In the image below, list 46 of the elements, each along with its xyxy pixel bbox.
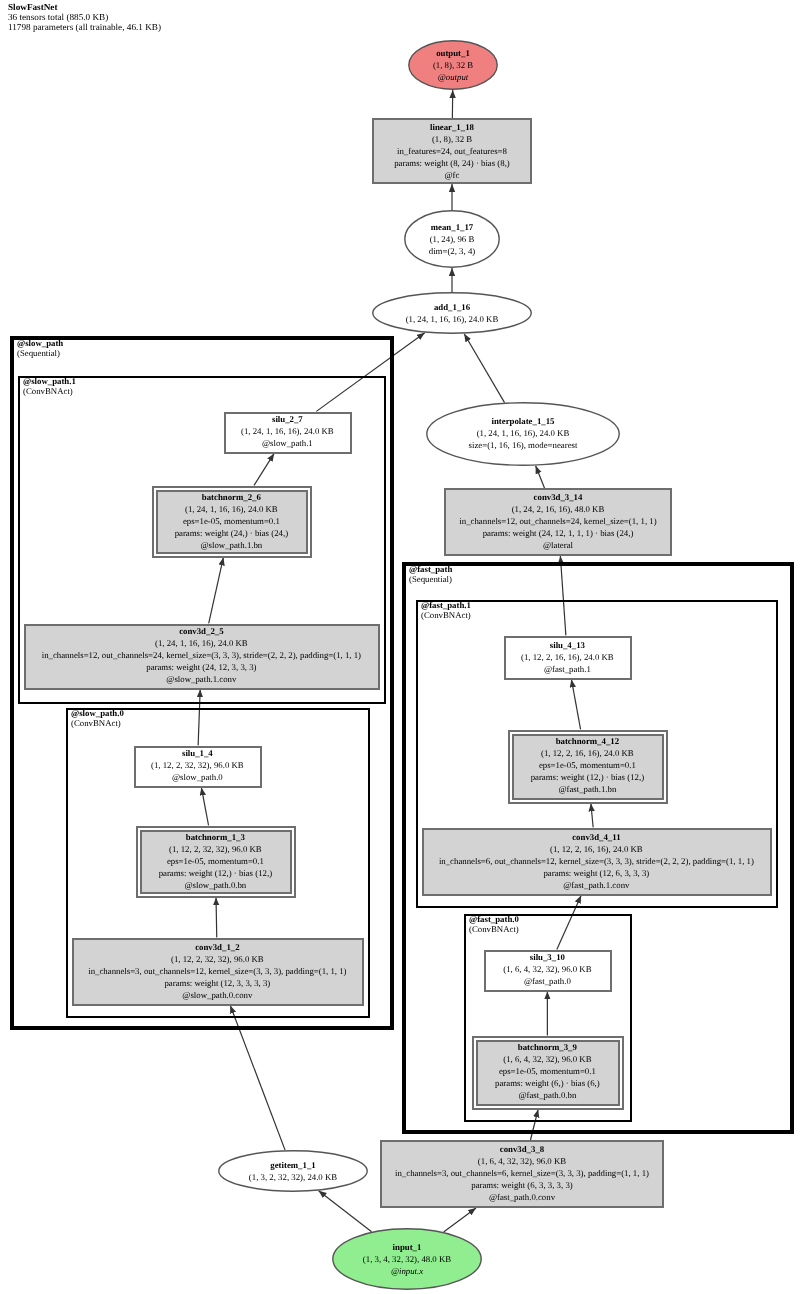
module-frame [416,600,778,908]
arrow [253,452,275,486]
operation-ellipse [218,1150,368,1192]
arrow [449,89,456,119]
input-ellipse [332,1228,482,1290]
arrow [448,267,456,293]
batchnorm-box [507,729,668,804]
module-frame [10,336,394,1030]
activation-box [503,635,632,680]
layer-box [372,118,532,184]
layer-box [380,1140,664,1208]
arrow [544,990,551,1036]
output-ellipse [408,40,498,90]
operation-ellipse [372,292,532,334]
arrow [535,465,546,489]
arrow [229,1004,286,1151]
arrow [529,1108,540,1141]
arrow [315,332,426,412]
activation-box [133,745,262,788]
batchnorm-box [151,485,312,558]
layer-box [71,937,364,1006]
arrow [199,786,210,826]
activation-box [483,949,612,992]
arrow [557,555,567,636]
layer-box [421,827,772,896]
layer-box [444,488,672,556]
arrow [556,894,582,950]
module-frame [66,708,370,1018]
arrow [463,333,506,404]
arrow [569,678,582,730]
arrow [448,183,456,211]
layer-box [23,623,380,690]
batchnorm-box [471,1035,624,1110]
arrow [443,1207,477,1233]
module-frame [18,376,386,704]
module-frame [464,914,632,1122]
arrow [588,802,595,828]
arrow [208,556,225,624]
arrow [212,896,220,938]
arrow [196,688,204,746]
arrow [317,1190,373,1233]
activation-box [223,411,352,454]
module-frame [402,562,794,1134]
batchnorm-box [135,825,296,898]
operation-ellipse [404,210,500,268]
operation-ellipse [426,402,620,466]
